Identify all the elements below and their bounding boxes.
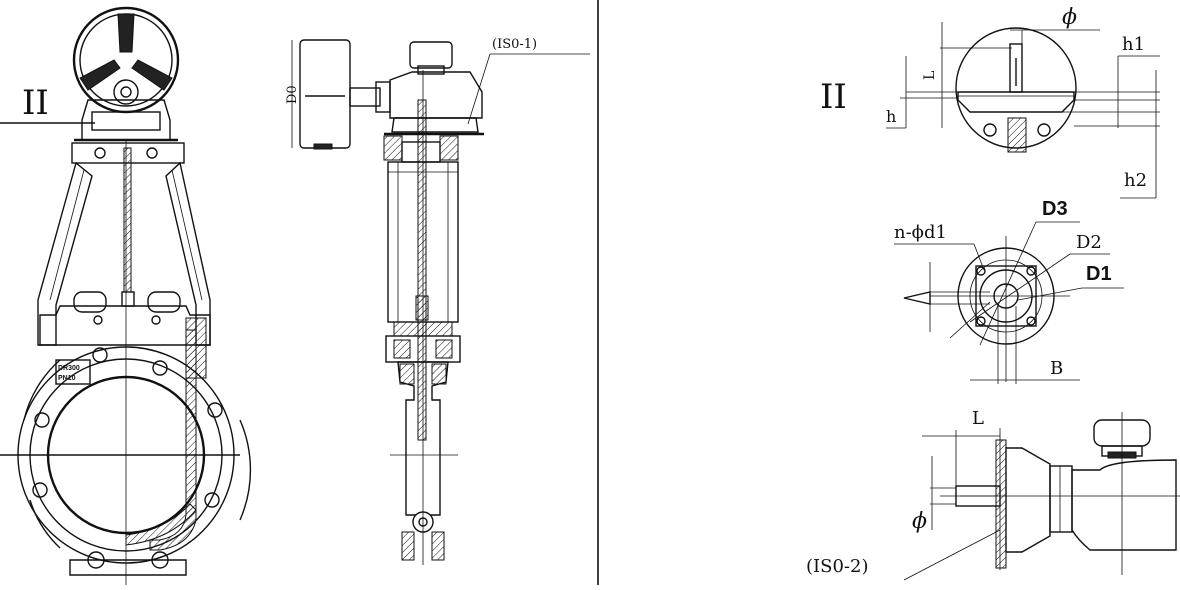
- yoke-slot: [147, 291, 181, 313]
- yoke-bolt: [93, 315, 103, 325]
- flange-bolt-hole: [152, 360, 168, 376]
- yoke-bolt: [151, 315, 161, 325]
- iso2-leader: [903, 529, 1001, 581]
- detail-key: [1009, 43, 1023, 93]
- handwheel-hub: [113, 79, 139, 105]
- dim-line-d2: [969, 253, 1071, 323]
- section-label-left: II: [22, 83, 49, 123]
- handwheel-hub-bore: [120, 86, 132, 98]
- stem-connector: [121, 291, 135, 307]
- stem-nut: [415, 295, 429, 321]
- nameplate-text-2: PN10: [58, 375, 76, 382]
- detail-ii: II ϕ L h h1 h2: [820, 5, 1160, 199]
- detail-shaft-hatch: [1007, 117, 1027, 153]
- stem-side: [417, 99, 427, 441]
- nameplate-text-1: DR300: [58, 365, 80, 372]
- iso2-label: (IS0-2): [806, 556, 868, 577]
- handwheel-side: [299, 39, 351, 149]
- gearbox-neck: [1005, 447, 1051, 553]
- gearbox-side: [389, 71, 483, 119]
- body-upper: [39, 305, 211, 346]
- dim-label-d0: D0: [285, 85, 300, 104]
- nameplate: [55, 359, 91, 385]
- gland-hatch: [435, 339, 453, 359]
- body-side-hatch: [399, 363, 415, 385]
- yoke-leg-left: [37, 161, 93, 346]
- flange-plan-view: n-ϕd1 D3 D2 D1 B: [894, 198, 1124, 384]
- dim-label-phi-top: ϕ: [1062, 5, 1077, 30]
- bottom-lug: [69, 559, 187, 576]
- gearbox-collar: [1049, 465, 1073, 533]
- dim-label-h1: h1: [1122, 34, 1145, 55]
- flange-bolt-hole: [204, 492, 220, 508]
- flange-bolt-hole: [207, 402, 223, 418]
- dim-label-b: B: [1050, 358, 1063, 379]
- bottom-feet: [401, 531, 415, 561]
- handwheel-spoke: [79, 59, 121, 91]
- gland-hatch: [393, 339, 411, 359]
- mount-bracket: [439, 135, 459, 161]
- handwheel-spoke: [117, 13, 135, 53]
- body-side-hatch: [431, 363, 447, 385]
- flange-bolt-hole: [34, 412, 50, 428]
- mount-bracket: [383, 135, 403, 161]
- gearbox-lower: [391, 117, 479, 133]
- flange-contour-arc: [239, 419, 252, 521]
- gearbox-cover-ring: [417, 65, 445, 75]
- flange-contour-arc: [29, 499, 61, 549]
- gearbox-detail: L ϕ (IS0-2): [806, 408, 1180, 581]
- side-view: D0 (IS0-1): [285, 37, 590, 565]
- gearbox-cover: [409, 41, 453, 69]
- yoke-bolt: [94, 147, 106, 159]
- bottom-feet: [431, 531, 445, 561]
- yoke-bolt: [146, 147, 158, 159]
- front-view: II: [0, 6, 252, 585]
- valve-stem: [123, 147, 132, 299]
- detail-hole: [1037, 123, 1051, 137]
- dim-label-d3: D3: [1042, 198, 1068, 220]
- detail-hole: [983, 123, 997, 137]
- plan-bolt: [1026, 316, 1036, 326]
- gearbox-cap: [91, 111, 161, 131]
- shaft-coupling: [375, 81, 391, 113]
- plan-bolt: [976, 266, 986, 276]
- plan-arrow-left: [903, 291, 931, 305]
- gate-blade: [149, 329, 197, 551]
- mount-flange-disc: [995, 439, 1007, 569]
- flange-bolt-hole: [32, 482, 48, 498]
- dim-label-h2: h2: [1124, 170, 1147, 191]
- yoke-leg-inner: [171, 169, 203, 301]
- dim-label-phi-bottom: ϕ: [912, 509, 927, 534]
- gearbox-housing: [1071, 459, 1177, 551]
- handwheel-handle: [313, 143, 333, 150]
- dim-label-h: h: [886, 107, 896, 126]
- section-label-right: II: [820, 77, 847, 117]
- handwheel-spoke: [131, 59, 173, 91]
- plan-bolt: [1026, 266, 1036, 276]
- dim-line-d1: [1017, 287, 1083, 301]
- input-shaft: [349, 87, 381, 107]
- yoke-leg-inner: [49, 169, 85, 301]
- dim-label-l-bottom: L: [972, 408, 984, 429]
- dim-label-d2: D2: [1076, 232, 1102, 253]
- iso1-label: (IS0-1): [492, 37, 537, 52]
- dim-label-d1: D1: [1086, 263, 1112, 285]
- detail-plate: [957, 91, 1075, 113]
- seat-ring: [125, 503, 197, 546]
- dim-label-l-top: L: [922, 71, 938, 80]
- yoke-slot: [73, 291, 107, 313]
- iso1-leader: [467, 53, 491, 125]
- plan-bolt: [976, 316, 986, 326]
- flange-bolt-hole: [92, 347, 108, 363]
- dim-label-n-phi-d1: n-ϕd1: [894, 222, 947, 243]
- plan-leader: [949, 301, 991, 339]
